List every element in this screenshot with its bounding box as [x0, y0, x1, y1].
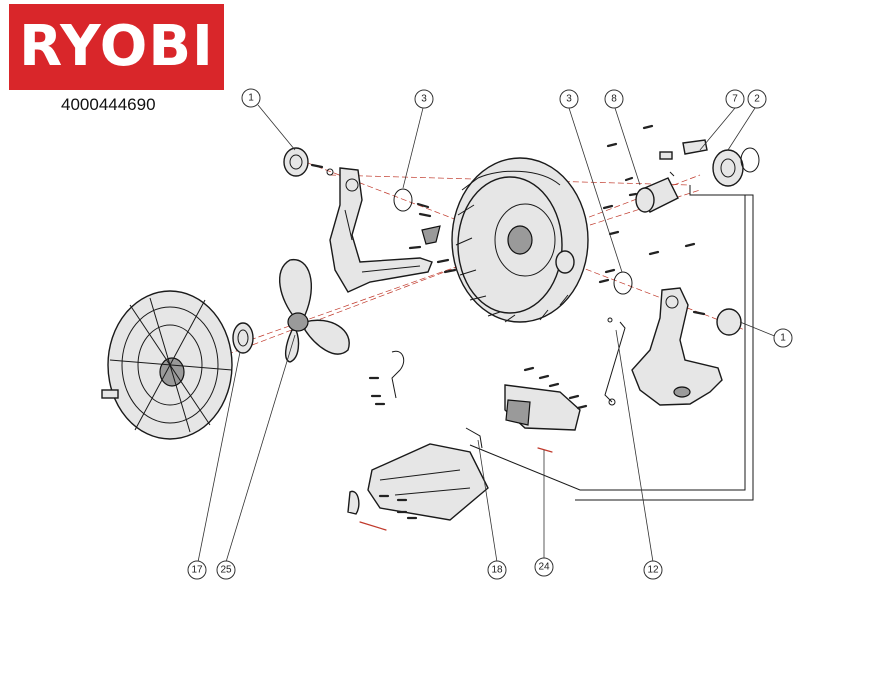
callout-label: 1: [248, 93, 254, 104]
callout-3-left: 3: [414, 89, 434, 109]
base-stand: [347, 427, 489, 531]
callout-label: 3: [421, 94, 427, 105]
leader-lines: [197, 104, 778, 563]
callout-24: 24: [534, 557, 554, 577]
callout-2: 2: [747, 89, 767, 109]
callout-label: 3: [566, 94, 572, 105]
switch-plate: [408, 225, 457, 274]
part-number: 4000444690: [61, 95, 156, 114]
callout-3-right: 3: [559, 89, 579, 109]
wire-clip: [368, 350, 405, 406]
callout-label: 7: [732, 94, 738, 105]
handle-arm-right: [631, 287, 742, 406]
callout-label: 18: [491, 565, 503, 576]
end-cap-left: [283, 147, 334, 177]
callout-12: 12: [643, 560, 663, 580]
battery-adapter: [504, 366, 588, 453]
main-housing: [451, 157, 589, 323]
callout-label: 24: [538, 562, 550, 573]
motor: [598, 124, 696, 284]
fan-blade: [279, 259, 350, 363]
o-ring-left: [393, 188, 432, 218]
callout-25: 25: [216, 560, 236, 580]
callout-18: 18: [487, 560, 507, 580]
callout-label: 8: [611, 94, 617, 105]
handle-arm-left: [329, 167, 433, 293]
wire-routing-lines: [469, 185, 754, 501]
o-ring-right: [613, 271, 633, 295]
front-guard: [101, 290, 254, 440]
logo-text: RYOBI: [19, 14, 214, 79]
callout-label: 1: [780, 333, 786, 344]
end-cover-right: [712, 147, 760, 187]
callout-label: 25: [220, 565, 232, 576]
callout-label: 17: [191, 565, 203, 576]
wire-bracket: [604, 317, 626, 406]
callout-17: 17: [187, 560, 207, 580]
callout-8: 8: [604, 89, 624, 109]
callout-1-right: 1: [773, 328, 793, 348]
callout-7: 7: [725, 89, 745, 109]
callout-1-top: 1: [241, 88, 261, 108]
switch: [659, 139, 708, 177]
ryobi-logo: RYOBI: [9, 4, 224, 90]
callout-label: 12: [647, 565, 659, 576]
callout-label: 2: [754, 94, 760, 105]
